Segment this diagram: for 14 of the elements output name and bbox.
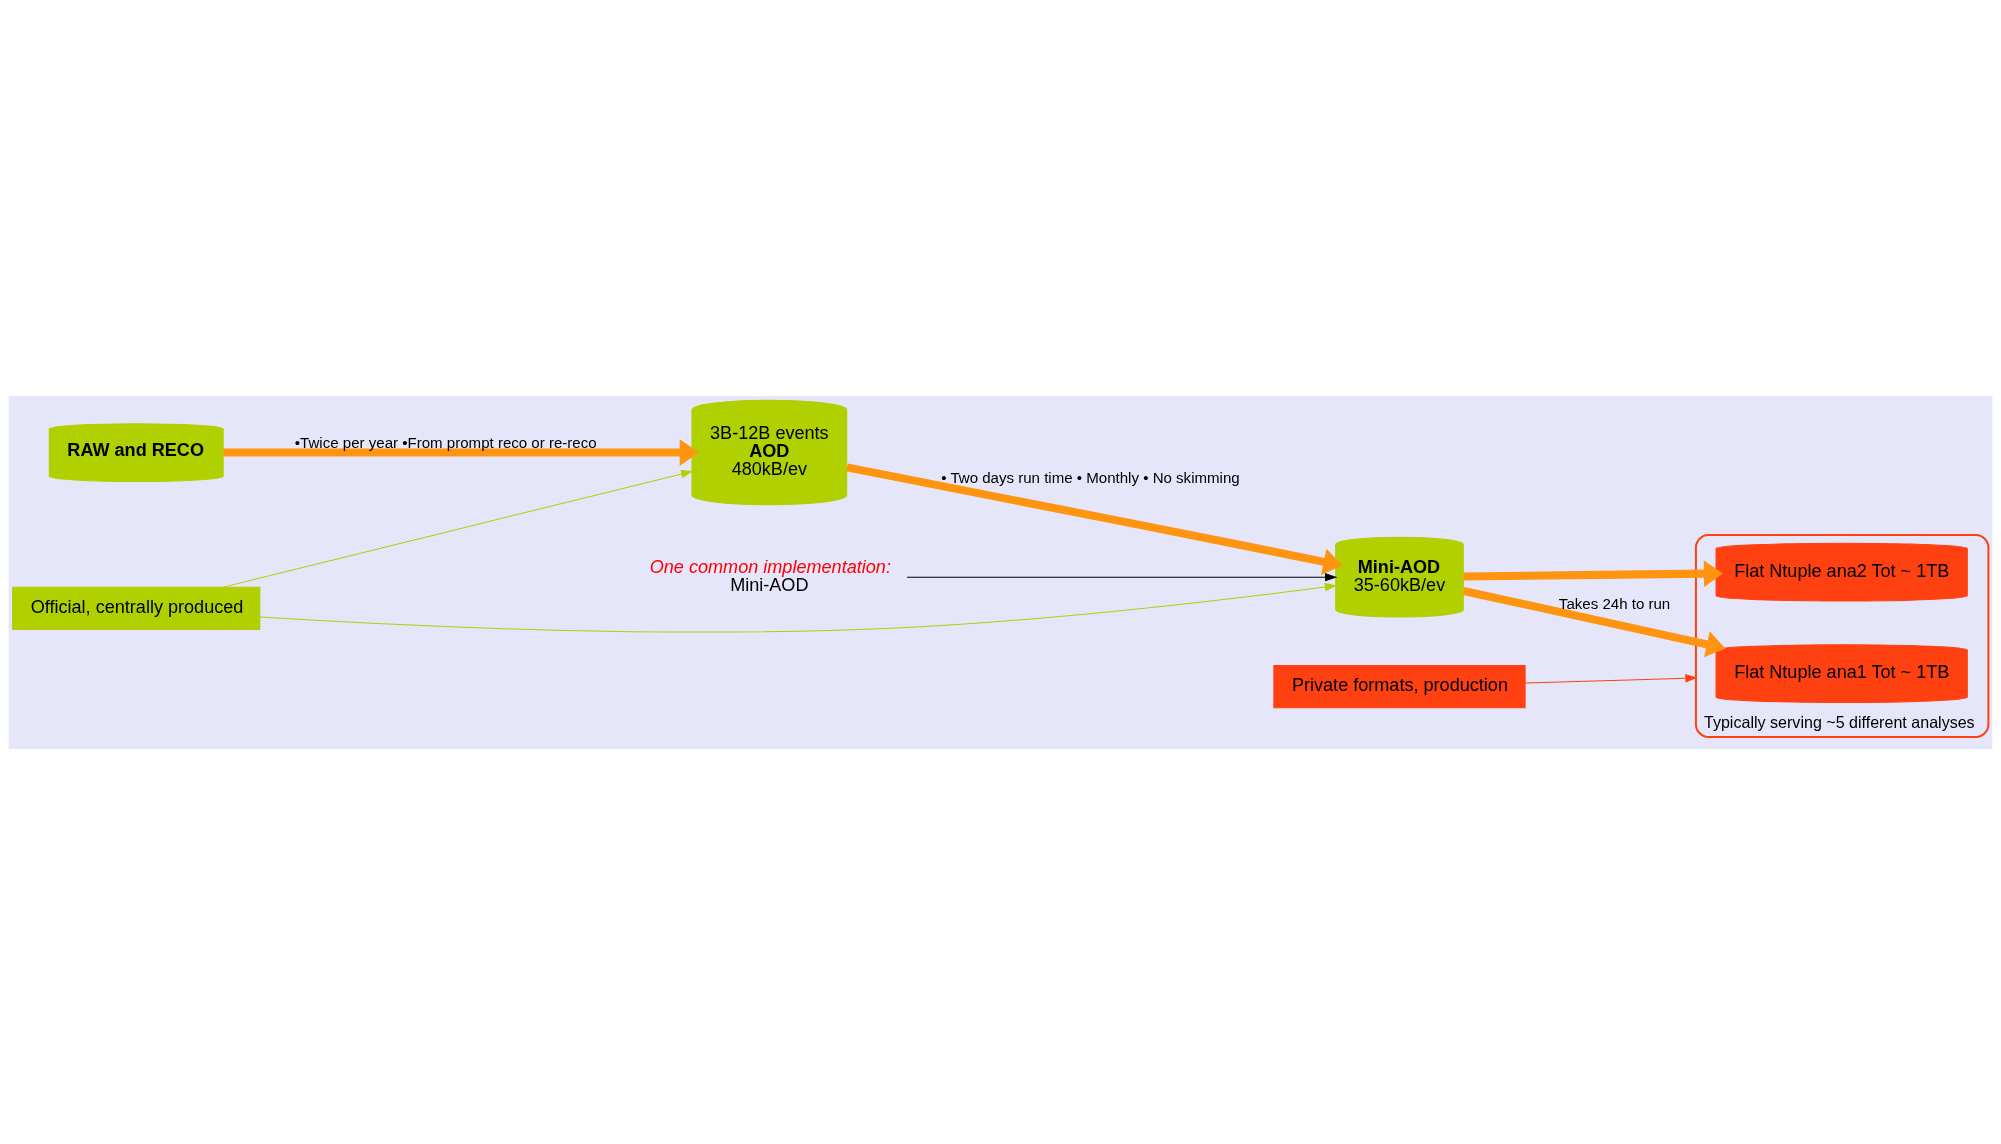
node-box: Private formats, production <box>1273 664 1526 708</box>
edge-label: •Twice per year •From prompt reco or re-reco <box>294 433 597 451</box>
arrow <box>222 469 693 588</box>
arrow <box>1524 673 1697 683</box>
arrow <box>1462 586 1726 657</box>
arrow <box>259 582 1336 633</box>
edge-label: Takes 24h to run <box>1558 594 1671 612</box>
arrow <box>906 572 1337 581</box>
arrow <box>1463 559 1723 587</box>
edge-label: • Two days run time • Monthly • No skimming <box>941 468 1240 486</box>
node-box: Official, centrally produced <box>12 586 261 630</box>
arrow <box>846 462 1343 575</box>
node-text: One common implementation: Mini-AOD <box>649 556 891 595</box>
arrow <box>223 438 699 466</box>
